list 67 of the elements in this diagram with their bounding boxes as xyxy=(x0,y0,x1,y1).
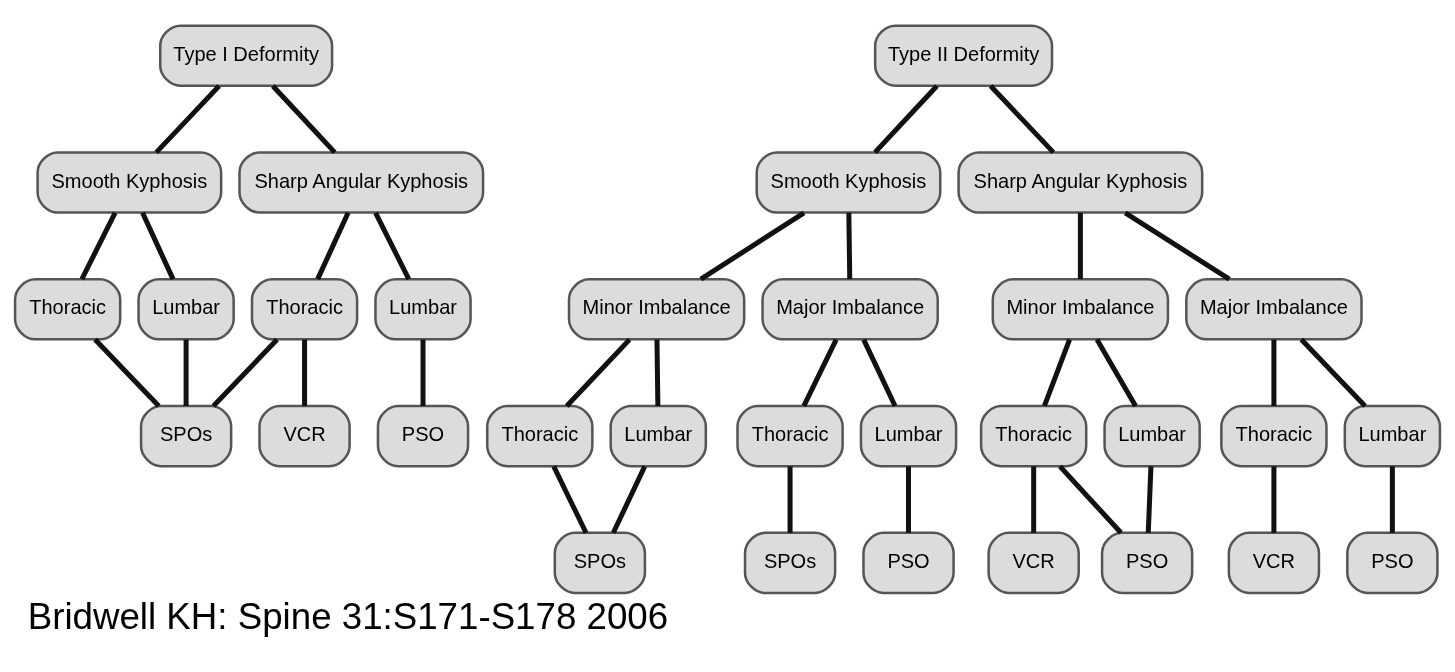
node-box: Minor Imbalance xyxy=(991,278,1170,341)
node-box: Lumbar xyxy=(1343,404,1442,468)
connector xyxy=(271,84,337,155)
node-box: VCR xyxy=(1227,531,1321,595)
node-box: Thoracic xyxy=(250,278,359,341)
node-box: Lumbar xyxy=(609,404,708,468)
connector xyxy=(1031,466,1037,533)
connector xyxy=(373,211,411,281)
connector xyxy=(654,339,661,406)
node-box: SPOs xyxy=(553,531,647,595)
node-box: SPOs xyxy=(139,404,233,468)
connector xyxy=(906,466,912,533)
connector xyxy=(79,211,118,281)
connector xyxy=(1077,212,1083,280)
node-box: Thoracic xyxy=(979,404,1088,468)
node-box: Smooth Kyphosis xyxy=(755,151,942,214)
caption: Bridwell KH: Spine 31:S171-S178 2006 xyxy=(27,595,669,637)
connector xyxy=(1058,464,1123,535)
connector xyxy=(846,212,853,280)
connector xyxy=(183,339,189,406)
connector xyxy=(1042,338,1072,407)
connector xyxy=(1271,339,1277,406)
connector xyxy=(1123,210,1231,282)
node-box: VCR xyxy=(258,404,351,468)
node-box: PSO xyxy=(862,531,955,595)
node-box: Sharp Angular Kyphosis xyxy=(957,151,1204,214)
connector xyxy=(1094,338,1138,408)
connector xyxy=(1145,466,1154,533)
node-box: Major Imbalance xyxy=(1185,278,1363,341)
node-box: Thoracic xyxy=(1220,404,1328,468)
connector xyxy=(154,84,221,155)
connector xyxy=(315,211,351,281)
connector xyxy=(611,465,647,534)
connector xyxy=(801,338,839,408)
node-box: PSO xyxy=(1100,531,1194,595)
node-box: SPOs xyxy=(743,531,837,595)
connector xyxy=(211,337,279,408)
connector xyxy=(1271,466,1277,533)
connector xyxy=(787,466,793,533)
connector xyxy=(988,84,1056,155)
node-box: Type II Deformity xyxy=(873,24,1054,87)
node-box: Lumbar xyxy=(859,404,958,468)
connector xyxy=(93,337,161,408)
connector xyxy=(302,339,308,406)
node-box: Thoracic xyxy=(13,278,122,341)
connector xyxy=(564,337,632,408)
node-box: VCR xyxy=(987,531,1080,595)
connector xyxy=(551,465,589,534)
connector xyxy=(140,211,176,281)
node-box: PSO xyxy=(1346,531,1439,595)
connector xyxy=(861,338,898,408)
node-box: PSO xyxy=(376,404,470,468)
node-box: Type I Deformity xyxy=(159,24,334,87)
node-box: Lumbar xyxy=(1103,404,1201,468)
connector xyxy=(1389,466,1395,533)
connector xyxy=(1299,337,1367,408)
node-box: Lumbar xyxy=(137,278,235,341)
node-box: Smooth Kyphosis xyxy=(36,151,223,214)
node-box: Minor Imbalance xyxy=(567,278,746,341)
node-box: Lumbar xyxy=(374,278,472,341)
connector xyxy=(420,339,426,406)
node-box: Thoracic xyxy=(486,404,594,468)
node-box: Thoracic xyxy=(736,404,844,468)
node-box: Major Imbalance xyxy=(761,278,939,341)
connector xyxy=(699,210,806,282)
connector xyxy=(873,84,939,155)
node-box: Sharp Angular Kyphosis xyxy=(238,151,485,214)
